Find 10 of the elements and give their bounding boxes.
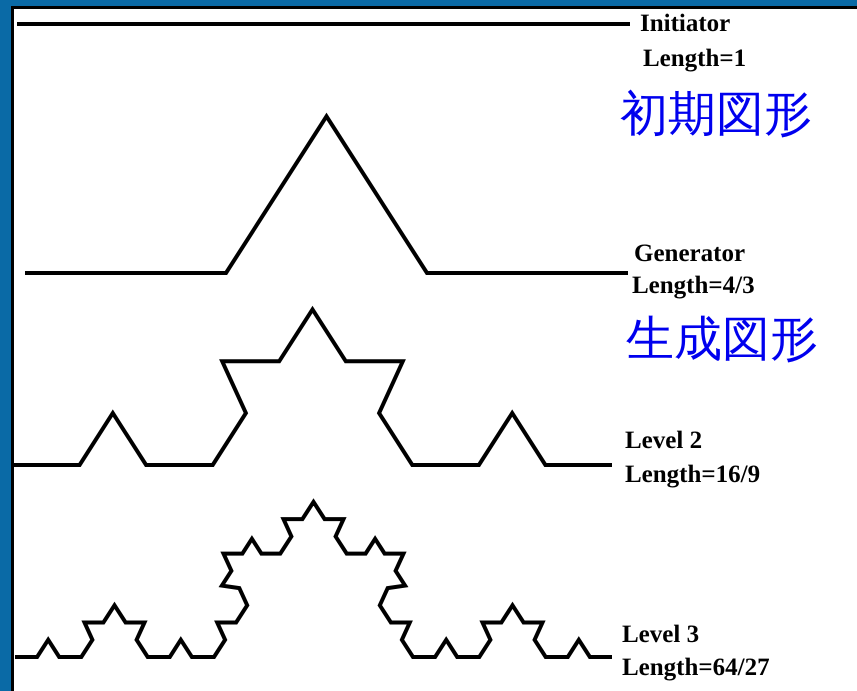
length-label: Length=16/9 [625,462,760,487]
length-label: Length=64/27 [622,655,770,680]
stage-label: Generator [634,241,746,266]
caption-text: 生成図形 [626,315,818,363]
stage-label: Level 2 [625,428,702,453]
caption-text: 初期図形 [620,90,812,138]
stage-label: Level 3 [622,622,700,647]
stage-label: Initiator [640,11,730,36]
length-label: Length=1 [643,46,746,71]
length-label: Length=4/3 [632,273,755,298]
